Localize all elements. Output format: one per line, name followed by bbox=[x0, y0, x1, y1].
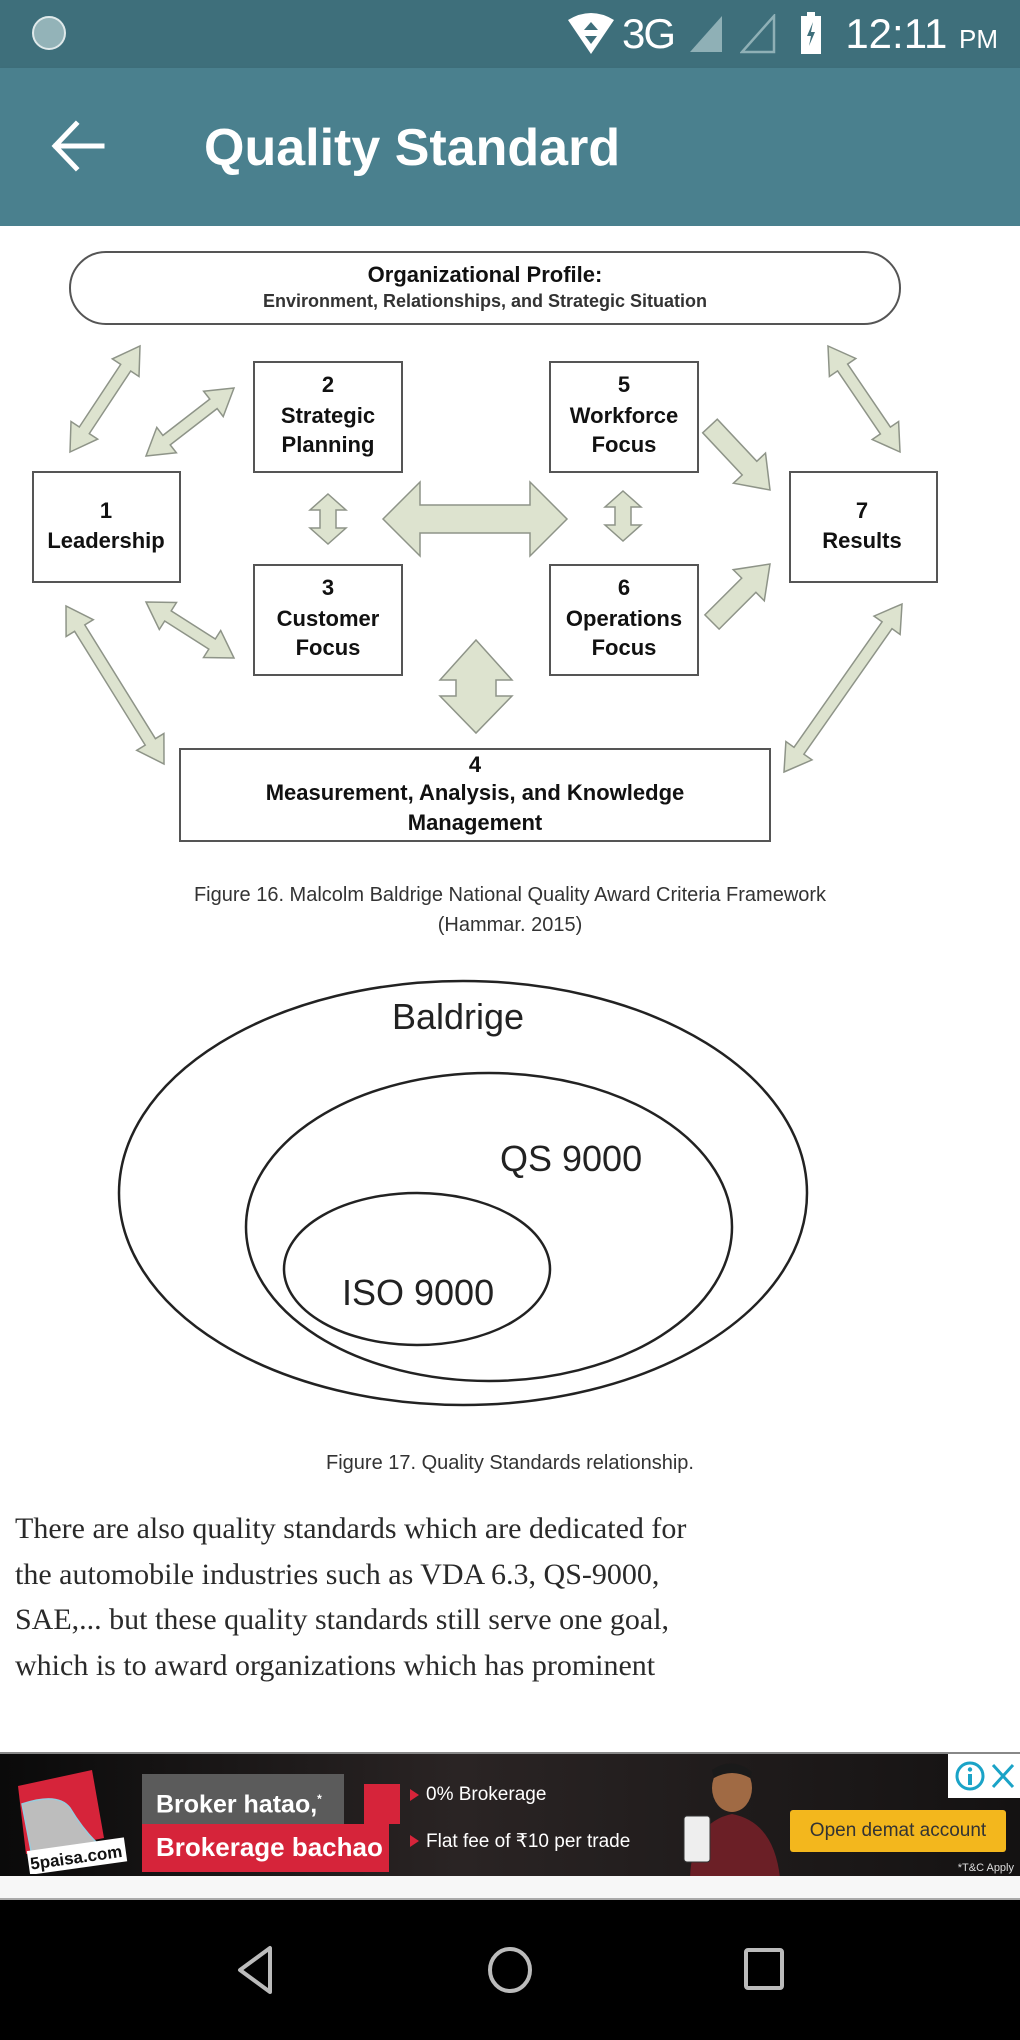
qs9000-ellipse bbox=[244, 1071, 734, 1383]
info-icon[interactable] bbox=[954, 1760, 986, 1792]
svg-text:Customer: Customer bbox=[277, 606, 380, 631]
box-strategic-planning: 2 Strategic Planning bbox=[253, 361, 403, 473]
content-area[interactable]: .arr { fill:#dde3cf; stroke:#8e9488; str… bbox=[0, 226, 1020, 1740]
venn-label-iso9000: ISO 9000 bbox=[342, 1272, 495, 1313]
ad-banner[interactable]: 5paisa.com Broker hatao,* Brokerage bach… bbox=[0, 1752, 1020, 1878]
quality-standards-venn bbox=[117, 979, 809, 1407]
wifi-icon bbox=[568, 13, 614, 54]
svg-text:Results: Results bbox=[822, 528, 901, 553]
ad-divider bbox=[0, 1876, 1020, 1900]
body-paragraph: There are also quality standards which a… bbox=[15, 1512, 687, 1682]
system-nav-bar bbox=[0, 1900, 1020, 2040]
figure16-caption-line1: Figure 16. Malcolm Baldrige National Qua… bbox=[193, 884, 827, 906]
ad-bullet-1: 0% Brokerage bbox=[409, 1784, 547, 1805]
svg-text:Management: Management bbox=[408, 810, 543, 835]
page-title: Quality Standard bbox=[204, 119, 621, 177]
status-bar: 3G 12:11 PM bbox=[0, 0, 1020, 68]
ad-headline-1-mark: * bbox=[317, 1792, 322, 1806]
baldrige-ellipse bbox=[117, 979, 809, 1407]
ad-brand-logo: 5paisa.com bbox=[18, 1770, 128, 1874]
arrow-profile-results bbox=[827, 344, 901, 454]
iso9000-ellipse bbox=[282, 1191, 552, 1347]
svg-text:2: 2 bbox=[322, 372, 334, 397]
notification-circle-icon bbox=[32, 16, 66, 50]
ad-headline-1-text: Broker hatao, bbox=[156, 1790, 318, 1819]
back-triangle-icon[interactable] bbox=[228, 1940, 288, 2000]
box-results: 7 Results bbox=[789, 471, 938, 583]
double-arrow-5-6 bbox=[603, 489, 643, 543]
venn-label-baldrige: Baldrige bbox=[392, 996, 525, 1037]
svg-text:6: 6 bbox=[618, 575, 630, 600]
figure16-caption-line2: (Hammar. 2015) bbox=[437, 914, 583, 936]
profile-title: Organizational Profile: bbox=[368, 262, 603, 287]
svg-text:Leadership: Leadership bbox=[47, 528, 164, 553]
ad-choices bbox=[948, 1754, 1020, 1798]
svg-text:Planning: Planning bbox=[282, 432, 375, 457]
clock-ampm: PM bbox=[959, 24, 998, 54]
box-leadership: 1 Leadership bbox=[32, 471, 181, 583]
venn-label-qs9000: QS 9000 bbox=[500, 1138, 643, 1179]
double-arrow-horizontal bbox=[381, 480, 569, 558]
clock-time: 12:11 bbox=[845, 10, 948, 57]
signal-icon bbox=[690, 16, 722, 52]
app-bar: Quality Standard bbox=[0, 68, 1020, 226]
svg-text:1: 1 bbox=[100, 498, 112, 523]
svg-text:Focus: Focus bbox=[592, 432, 657, 457]
close-icon[interactable] bbox=[990, 1762, 1016, 1790]
arrow-leadership-measurement bbox=[65, 604, 165, 766]
svg-text:Focus: Focus bbox=[592, 635, 657, 660]
box-workforce-focus: 5 Workforce Focus bbox=[549, 361, 699, 473]
svg-text:Strategic: Strategic bbox=[281, 403, 375, 428]
signal-empty-icon bbox=[740, 14, 776, 54]
arrow-operations-results bbox=[703, 563, 771, 631]
arrow-leadership-strategic bbox=[144, 387, 236, 457]
open-demat-account-button[interactable]: Open demat account bbox=[790, 1810, 1006, 1852]
double-arrow-core-4 bbox=[438, 638, 514, 735]
svg-text:5: 5 bbox=[618, 372, 630, 397]
arrow-left-icon[interactable] bbox=[50, 120, 106, 172]
baldrige-framework-diagram: .arr { fill:#dde3cf; stroke:#8e9488; str… bbox=[32, 251, 938, 842]
svg-text:Focus: Focus bbox=[296, 635, 361, 660]
figure17-caption: Figure 17. Quality Standards relationshi… bbox=[326, 1452, 694, 1474]
ad-person-image bbox=[683, 1763, 780, 1878]
ad-bullet-2: Flat fee of ₹10 per trade bbox=[409, 1831, 631, 1852]
arrow-measurement-results bbox=[783, 602, 903, 774]
organizational-profile-box bbox=[69, 251, 901, 325]
svg-text:4: 4 bbox=[469, 752, 482, 777]
figure16-caption: Figure 16. Malcolm Baldrige National Qua… bbox=[0, 880, 1020, 940]
ad-headline-1: Broker hatao,* bbox=[142, 1774, 344, 1824]
arrow-workforce-results bbox=[701, 418, 771, 491]
double-arrow-2-3 bbox=[308, 492, 348, 546]
arrow-profile-leadership bbox=[69, 344, 141, 454]
home-circle-icon[interactable] bbox=[480, 1940, 540, 2000]
svg-text:7: 7 bbox=[856, 498, 868, 523]
battery-charging-icon bbox=[801, 12, 821, 54]
ad-headline-accent bbox=[364, 1784, 400, 1824]
ad-headline-2: Brokerage bachao bbox=[142, 1824, 389, 1872]
svg-text:Workforce: Workforce bbox=[570, 403, 678, 428]
box-measurement: 4 Measurement, Analysis, and Knowledge M… bbox=[179, 748, 771, 842]
svg-text:Measurement, Analysis, and Kno: Measurement, Analysis, and Knowledge bbox=[266, 780, 685, 805]
box-customer-focus: 3 Customer Focus bbox=[253, 564, 403, 676]
profile-subtitle: Environment, Relationships, and Strategi… bbox=[263, 291, 707, 311]
network-type: 3G bbox=[622, 10, 676, 57]
clock: 12:11 PM bbox=[845, 10, 998, 58]
svg-text:3: 3 bbox=[322, 575, 334, 600]
arrow-leadership-customer bbox=[144, 601, 236, 659]
ad-disclaimer: *T&C Apply bbox=[957, 1862, 1014, 1874]
recents-square-icon[interactable] bbox=[735, 1940, 795, 2000]
box-operations-focus: 6 Operations Focus bbox=[549, 564, 699, 676]
svg-text:Operations: Operations bbox=[566, 606, 682, 631]
